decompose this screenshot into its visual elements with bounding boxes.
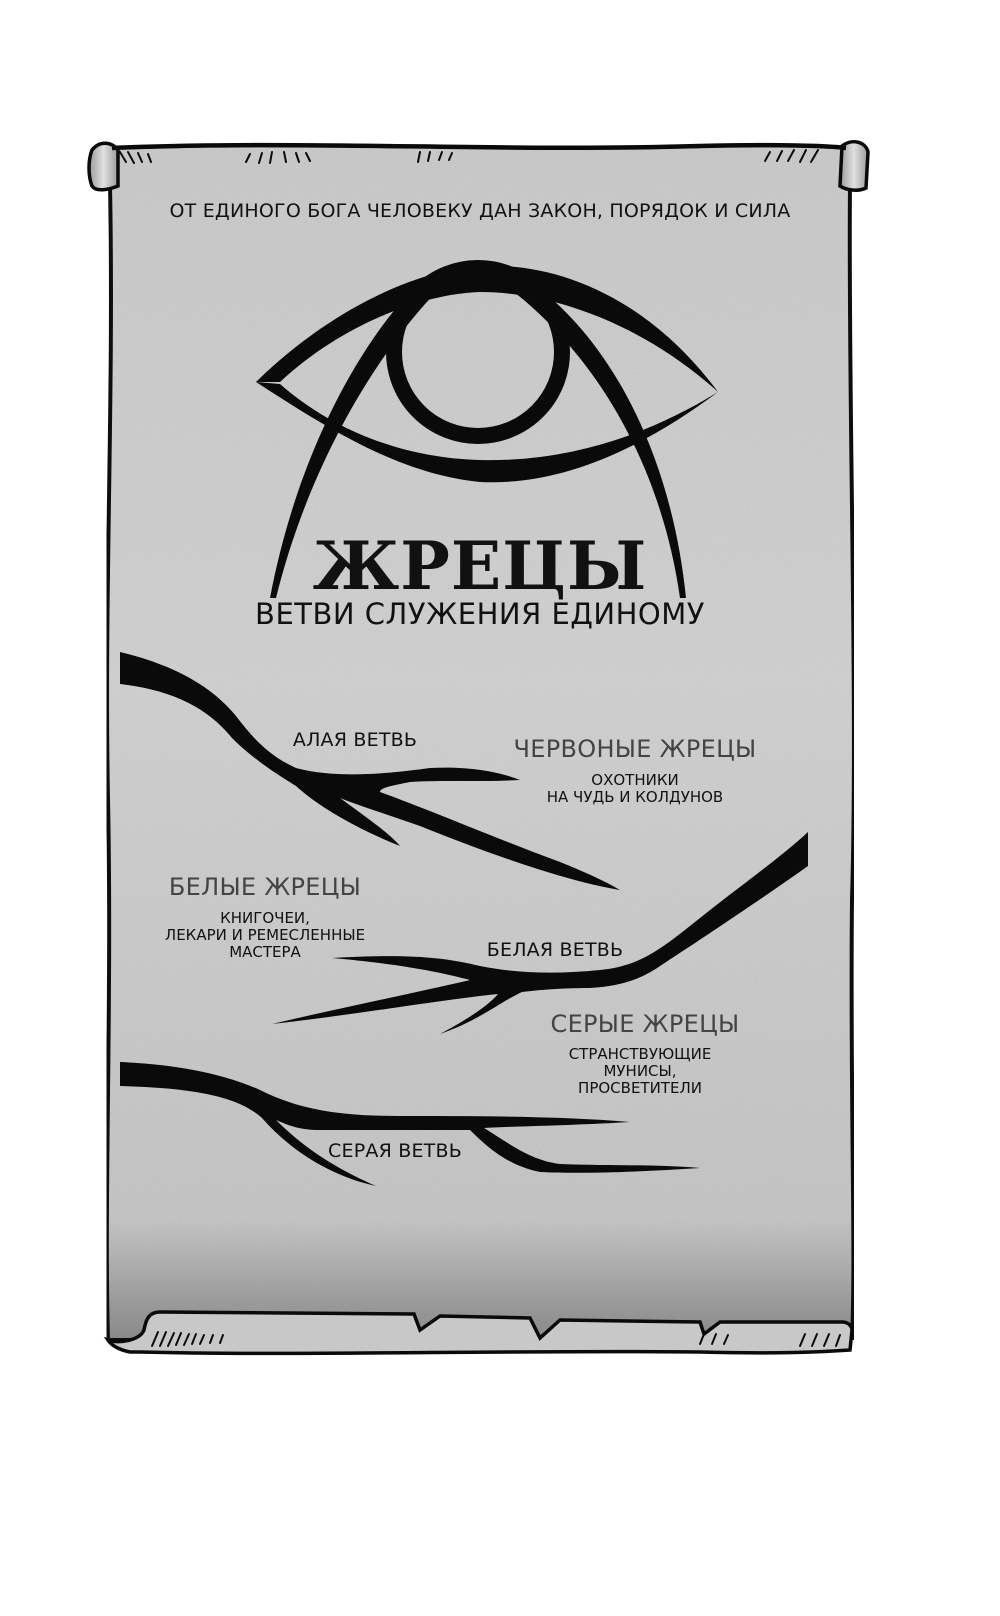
page-title: ЖРЕЦЫ [312,527,648,605]
order-desc-line: КНИГОЧЕИ, [220,909,310,927]
all-seeing-eye-icon [256,260,718,598]
order-title-serye: СЕРЫЕ ЖРЕЦЫ [550,1010,740,1038]
order-desc-line: ПРОСВЕТИТЕЛИ [578,1079,702,1097]
motto-text: ОТ ЕДИНОГО БОГА ЧЕЛОВЕКУ ДАН ЗАКОН, ПОРЯ… [169,200,791,222]
branch-label-alaya: АЛАЯ ВЕТВЬ [292,729,418,751]
order-title-chervonye: ЧЕРВОНЫЕ ЖРЕЦЫ [513,735,757,763]
order-desc-line: МАСТЕРА [229,943,301,961]
order-desc-line: ОХОТНИКИ [591,771,679,789]
branch-belaya [272,832,808,1034]
branch-label-belaya: БЕЛАЯ ВЕТВЬ [486,939,624,961]
order-desc-line: СТРАНСТВУЮЩИЕ [568,1045,712,1063]
branch-label-seraya: СЕРАЯ ВЕТВЬ [328,1140,462,1162]
order-desc-line: НА ЧУДЬ И КОЛДУНОВ [546,788,724,806]
order-desc-chervonye: ОХОТНИКИ НА ЧУДЬ И КОЛДУНОВ [500,772,770,806]
scroll-bottom-roll [103,1310,854,1356]
page-subtitle: ВЕТВИ СЛУЖЕНИЯ ЕДИНОМУ [255,597,705,631]
order-desc-serye: СТРАНСТВУЮЩИЕ МУНИСЫ, ПРОСВЕТИТЕЛИ [510,1046,770,1097]
order-desc-belye: КНИГОЧЕИ, ЛЕКАРИ И РЕМЕСЛЕННЫЕ МАСТЕРА [130,910,400,961]
scroll-top-roll [87,140,870,192]
branch-seraya [120,1062,700,1186]
order-desc-line: МУНИСЫ, [603,1062,677,1080]
order-desc-line: ЛЕКАРИ И РЕМЕСЛЕННЫЕ [164,926,366,944]
order-title-belye: БЕЛЫЕ ЖРЕЦЫ [168,873,362,901]
branch-alaya [120,652,620,890]
